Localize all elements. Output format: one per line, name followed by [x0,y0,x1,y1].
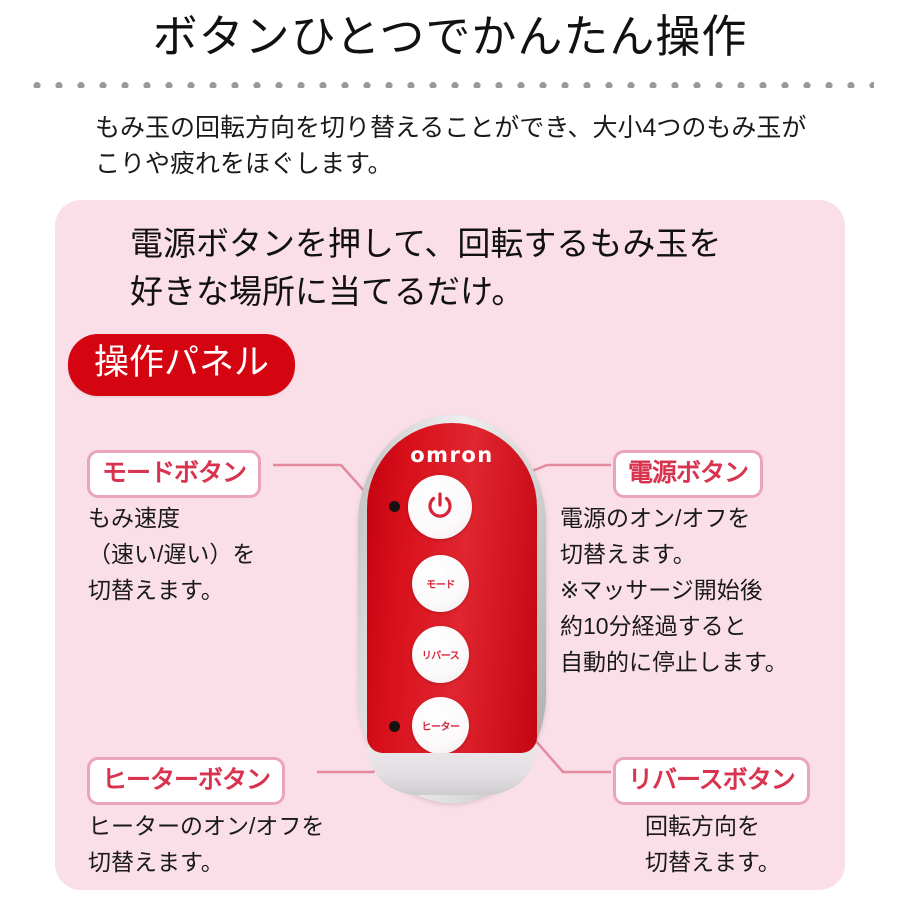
callout-badge-reverse: リバースボタン [613,757,810,805]
callout-text-power-line-5: 自動的に停止します。 [560,649,788,675]
heater-button[interactable]: ヒーター [412,697,469,753]
callout-text-reverse-line-1: 回転方向を [645,813,760,839]
callout-text-reverse: 回転方向を 切替えます。 [645,808,885,880]
panel-lead-line-2: 好きな場所に当てるだけ。 [130,273,525,310]
control-panel-section: 電源ボタンを押して、回転するもみ玉を 好きな場所に当てるだけ。 操作パネル om… [55,200,845,890]
power-led-indicator [389,501,400,512]
reverse-button[interactable]: リバース [412,626,469,683]
heater-led-indicator [389,721,400,732]
device-bottom-cap [367,745,537,795]
panel-lead-line-1: 電源ボタンを押して、回転するもみ玉を [130,225,722,262]
intro-paragraph: もみ玉の回転方向を切り替えることができ、大小4つのもみ玉が こりや疲れをほぐしま… [95,110,825,182]
callout-text-power-line-2: 切替えます。 [560,541,696,567]
section-badge-control-panel: 操作パネル [68,334,296,396]
intro-line-2: こりや疲れをほぐします。 [95,150,393,178]
omron-logo: omron [410,443,494,467]
callout-text-mode-line-2: （速い/遅い）を [88,541,256,567]
callout-text-power-line-3: ※マッサージ開始後 [560,577,763,603]
callout-text-mode: もみ速度 （速い/遅い）を 切替えます。 [88,500,348,608]
callout-text-power-line-1: 電源のオン/オフを [560,505,751,531]
callout-badge-power: 電源ボタン [613,450,764,498]
remote-control-device: omron モード リバース ヒーター [358,415,546,803]
power-icon [424,490,456,525]
callout-text-mode-line-1: もみ速度 [88,505,180,531]
device-control-face: omron モード リバース ヒーター [367,423,537,753]
callout-text-mode-line-3: 切替えます。 [88,577,224,603]
dotted-divider [26,80,874,88]
callout-badge-heater: ヒーターボタン [87,757,286,805]
callout-text-reverse-line-2: 切替えます。 [645,849,781,875]
callout-text-heater: ヒーターのオン/オフを 切替えます。 [88,808,388,880]
callout-text-heater-line-1: ヒーターのオン/オフを [88,813,325,839]
callout-text-power: 電源のオン/オフを 切替えます。 ※マッサージ開始後 約10分経過すると 自動的… [560,500,850,680]
power-button[interactable] [408,475,472,539]
page-title: ボタンひとつでかんたん操作 [152,11,748,62]
callout-badge-mode: モードボタン [87,450,262,498]
panel-lead-text: 電源ボタンを押して、回転するもみ玉を 好きな場所に当てるだけ。 [130,220,830,316]
callout-text-heater-line-2: 切替えます。 [88,849,224,875]
intro-line-1: もみ玉の回転方向を切り替えることができ、大小4つのもみ玉が [95,114,807,142]
mode-button[interactable]: モード [412,555,469,612]
callout-text-power-line-4: 約10分経過すると [560,613,747,639]
